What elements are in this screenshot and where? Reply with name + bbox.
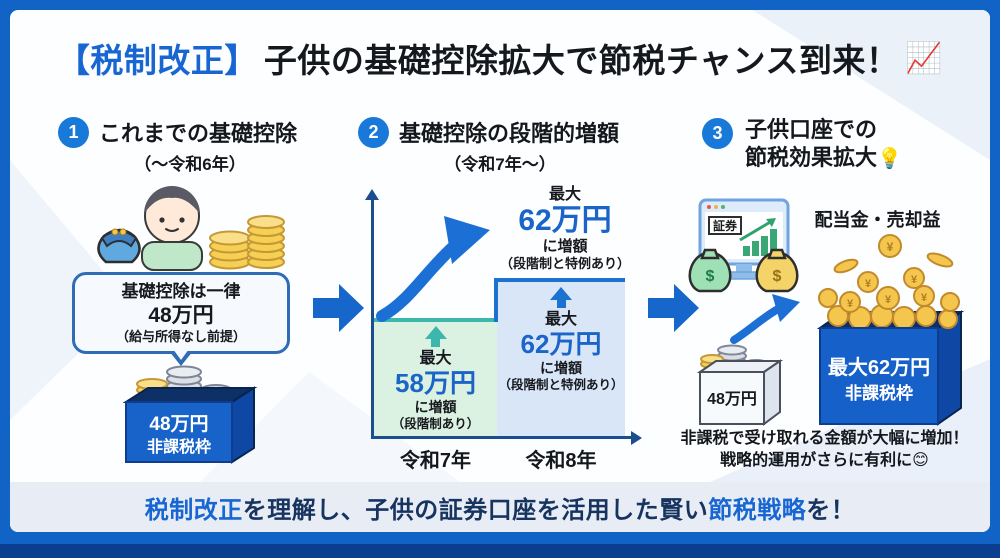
title-tag: 【税制改正】 [56, 42, 258, 79]
child-icon [141, 186, 203, 271]
bar-reiwa7: 最大 58万円 に増額 （段階制あり） [374, 318, 497, 436]
bubble-line: 48万円 [148, 304, 214, 327]
y-axis [371, 200, 374, 438]
yen-symbol: ¥ [847, 298, 854, 310]
annotation-suffix: に増額 [542, 238, 588, 255]
dollar-symbol: $ [706, 268, 715, 285]
note-line: 戦略的運用がさらに有利に😊 [720, 452, 929, 469]
income-label: 配当金・売却益 [814, 210, 941, 230]
bubble-line: （給与所得なし前提） [115, 329, 246, 344]
monitor-label: 証券 [713, 218, 738, 233]
section-3-header: 3 [702, 118, 733, 149]
coin-pile-icon: ¥ ¥ ¥ ¥ ¥ ¥ [818, 234, 960, 330]
yen-symbol: ¥ [885, 294, 892, 306]
big-box-amount-label: 最大62万円 [828, 356, 930, 379]
section-heading: 基礎控除の段階的増額 [399, 121, 620, 146]
bar-suffix: に増額 [414, 399, 457, 415]
yen-symbol: ¥ [887, 240, 894, 254]
box-amount-label: 48万円 [149, 414, 208, 435]
step-edge [494, 278, 498, 322]
up-arrow-icon [550, 287, 572, 308]
bar-note: （段階制と特例あり） [498, 378, 624, 392]
year-label: 令和8年 [525, 450, 597, 472]
big-box-caption-label: 非課税枠 [845, 383, 913, 403]
footer-text: を理解し、子供の証券口座を活用した賢い [242, 496, 709, 524]
section-subheading: （令和7年〜） [444, 155, 556, 174]
annotation-note: （段階制と特例あり） [499, 256, 630, 271]
y-axis-arrow [365, 189, 379, 200]
footer-text: を！ [806, 496, 856, 524]
section-number-badge: 3 [702, 118, 733, 149]
wallet-icon [97, 228, 141, 264]
yen-symbol: ¥ [911, 274, 918, 286]
x-axis-arrow [631, 431, 642, 445]
flow-arrow-icon [313, 284, 364, 332]
bar-suffix: に増額 [540, 360, 582, 376]
money-bag-icon: $ [755, 248, 799, 293]
bar-note: （段階制あり） [391, 417, 480, 431]
up-arrow-icon [424, 326, 447, 347]
bar-prefix: 最大 [544, 311, 577, 328]
yen-symbol: ¥ [865, 278, 872, 290]
bar-prefix: 最大 [419, 350, 452, 367]
section-number-badge: 1 [58, 116, 89, 148]
coin-stack-icon [209, 215, 285, 270]
growth-arrow-icon [376, 216, 490, 322]
title-text: 子供の基礎控除拡大で節税チャンス到来！ [263, 42, 900, 79]
bar-amount: 62万円 [520, 329, 602, 359]
section-number-badge: 2 [358, 116, 389, 148]
securities-monitor-illustration: 証券 $ $ [688, 198, 799, 293]
section-1-header: 1 これまでの基礎控除 [58, 116, 297, 148]
tax-free-box-48: 48万円 非課税枠 [122, 365, 258, 464]
section-2-header: 2 基礎控除の段階的増額 [358, 116, 619, 148]
footer-highlight: 税制改正 [144, 496, 243, 524]
bubble-line: 基礎控除は一律 [121, 282, 241, 301]
smile-icon: 😊 [912, 452, 929, 469]
bar-amount: 58万円 [395, 368, 476, 398]
flow-arrow-icon [648, 284, 699, 332]
chart-top-annotation: 最大 62万円 に増額 （段階制と特例あり） [480, 186, 650, 272]
child-with-wallet-illustration [97, 186, 285, 271]
page-title: 【税制改正】 子供の基礎控除拡大で節税チャンス到来！ 📈 [10, 34, 990, 82]
annotation-amount: 62万円 [518, 204, 612, 237]
big-tax-free-box-illustration: ¥ ¥ ¥ ¥ ¥ ¥ 最大62万円 非課税枠 [816, 234, 965, 426]
money-bag-icon: $ [688, 248, 732, 293]
lightbulb-icon: 💡 [877, 148, 902, 170]
section-heading: これまでの基礎控除 [99, 121, 298, 146]
step-chart: 最大 62万円 に増額 （段階制と特例あり） 最大 58万円 に増額 （段階制あ… [360, 186, 660, 473]
growth-arrow-icon [730, 294, 800, 344]
section-heading-line: 節税効果拡大💡 [745, 145, 902, 170]
chart-up-icon: 📈 [905, 41, 944, 75]
section-subheading: （〜令和6年） [134, 155, 246, 174]
note-text: 非課税で受け取れる金額が大幅に増加！ 戦略的運用がさらに有利に😊 [662, 428, 987, 472]
securities-monitor-icon: 証券 [698, 198, 790, 280]
box-caption-label: 非課税枠 [147, 437, 211, 456]
dollar-symbol: $ [773, 268, 782, 285]
section-heading: 子供口座での 節税効果拡大💡 [745, 116, 902, 173]
yen-symbol: ¥ [921, 292, 928, 304]
speech-bubble: 基礎控除は一律 48万円 （給与所得なし前提） [72, 272, 290, 366]
year-label: 令和7年 [399, 450, 472, 472]
content-card: 【税制改正】 子供の基礎控除拡大で節税チャンス到来！ 📈 1 これまでの基礎控除… [10, 10, 990, 532]
small-box-48-illustration: 48万円 [696, 344, 784, 426]
footer-highlight: 節税戦略 [708, 496, 807, 524]
x-axis [371, 436, 633, 439]
annotation-prefix: 最大 [548, 186, 581, 203]
bar-reiwa8: 最大 62万円 に増額 （段階制と特例あり） [497, 278, 625, 436]
small-box-label: 48万円 [707, 390, 757, 408]
bottom-accent-strip [0, 544, 1000, 558]
footer-band: 税制改正を理解し、子供の証券口座を活用した賢い節税戦略を！ [10, 482, 990, 532]
section-heading-line: 子供口座での [745, 117, 878, 142]
note-line: 非課税で受け取れる金額が大幅に増加！ [680, 430, 969, 447]
